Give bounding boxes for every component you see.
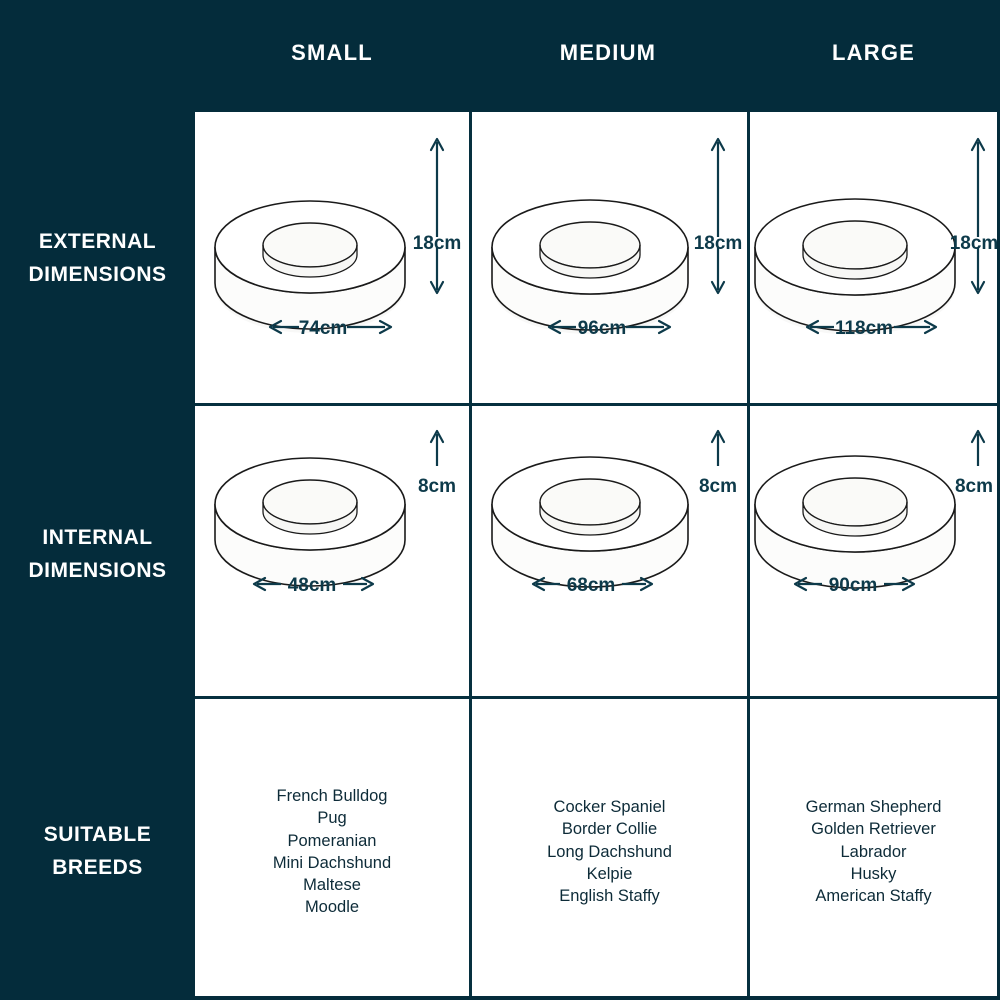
dimension-width-label: 74cm [299, 318, 348, 339]
list-item: Border Collie [561, 820, 658, 839]
list-item: Mini Dachshund [272, 853, 392, 872]
cell-breeds-large: German Shepherd Golden Retriever Labrado… [750, 699, 997, 996]
bed-illustration-internal-small: 8cm 48cm [195, 406, 469, 696]
row-label-internal-dimensions: INTERNAL DIMENSIONS [0, 521, 195, 587]
row-label-external-dimensions: EXTERNAL DIMENSIONS [0, 225, 195, 291]
list-item: American Staffy [815, 887, 932, 906]
bed-illustration-external-large: 18cm 118cm [750, 112, 997, 403]
row-label-line2: DIMENSIONS [28, 559, 167, 582]
grid-divider-vertical [747, 112, 750, 996]
bed-illustration-internal-medium: 8cm 68cm [472, 406, 747, 696]
dimension-width-label: 68cm [567, 575, 616, 596]
dimension-width-label: 96cm [578, 318, 627, 339]
cell-external-small: 18cm 74cm [195, 112, 469, 403]
dimension-height-label: 18cm [413, 233, 462, 254]
chart-panel: 18cm 74cm [195, 112, 997, 996]
dimension-height-label: 8cm [418, 476, 456, 497]
grid-divider-vertical [469, 112, 472, 996]
list-item: Husky [850, 864, 897, 883]
column-header-medium: MEDIUM [559, 40, 657, 65]
dimension-height-label: 8cm [955, 476, 993, 497]
breed-list-small: French Bulldog Pug Pomeranian Mini Dachs… [195, 785, 469, 919]
cell-breeds-small: French Bulldog Pug Pomeranian Mini Dachs… [195, 699, 469, 996]
dimension-width-label: 48cm [288, 575, 337, 596]
dimension-width-label: 90cm [829, 575, 878, 596]
breed-list-large: German Shepherd Golden Retriever Labrado… [750, 796, 997, 907]
cell-internal-medium: 8cm 68cm [472, 406, 747, 696]
list-item: Cocker Spaniel [553, 798, 666, 816]
grid-divider-horizontal [195, 696, 997, 699]
list-item: French Bulldog [276, 787, 388, 805]
row-label-line2: DIMENSIONS [28, 263, 167, 286]
cell-internal-large: 8cm 90cm [750, 406, 997, 696]
bed-illustration-external-small: 18cm 74cm [195, 112, 469, 403]
row-label-suitable-breeds: SUITABLE BREEDS [0, 818, 195, 884]
cell-external-medium: 18cm 96cm [472, 112, 747, 403]
column-header-small: SMALL [291, 40, 373, 65]
list-item: Pug [317, 809, 347, 828]
row-label-line2: BREEDS [52, 856, 143, 879]
list-item: German Shepherd [805, 798, 942, 816]
list-item: Moodle [304, 898, 360, 917]
column-header-large: LARGE [832, 40, 915, 65]
dimension-height-label: 18cm [694, 233, 743, 254]
row-label-line1: EXTERNAL [38, 230, 157, 253]
dimension-width-label: 118cm [835, 318, 893, 339]
row-label-line1: SUITABLE [43, 823, 152, 846]
list-item: Kelpie [586, 864, 633, 883]
cell-breeds-medium: Cocker Spaniel Border Collie Long Dachsh… [472, 699, 747, 996]
bed-illustration-external-medium: 18cm 96cm [472, 112, 747, 403]
cell-external-large: 18cm 118cm [750, 112, 997, 403]
dimension-height-label: 8cm [699, 476, 737, 497]
list-item: Golden Retriever [811, 820, 936, 839]
row-label-line1: INTERNAL [42, 526, 153, 549]
list-item: Labrador [840, 842, 907, 861]
list-item: English Staffy [559, 887, 660, 906]
list-item: Long Dachshund [547, 842, 672, 861]
breed-list-medium: Cocker Spaniel Border Collie Long Dachsh… [472, 796, 747, 907]
dimension-height-label: 18cm [950, 233, 997, 254]
grid-divider-horizontal [195, 403, 997, 406]
bed-illustration-internal-large: 8cm 90cm [750, 406, 997, 696]
list-item: Maltese [303, 876, 361, 895]
list-item: Pomeranian [287, 831, 377, 850]
cell-internal-small: 8cm 48cm [195, 406, 469, 696]
